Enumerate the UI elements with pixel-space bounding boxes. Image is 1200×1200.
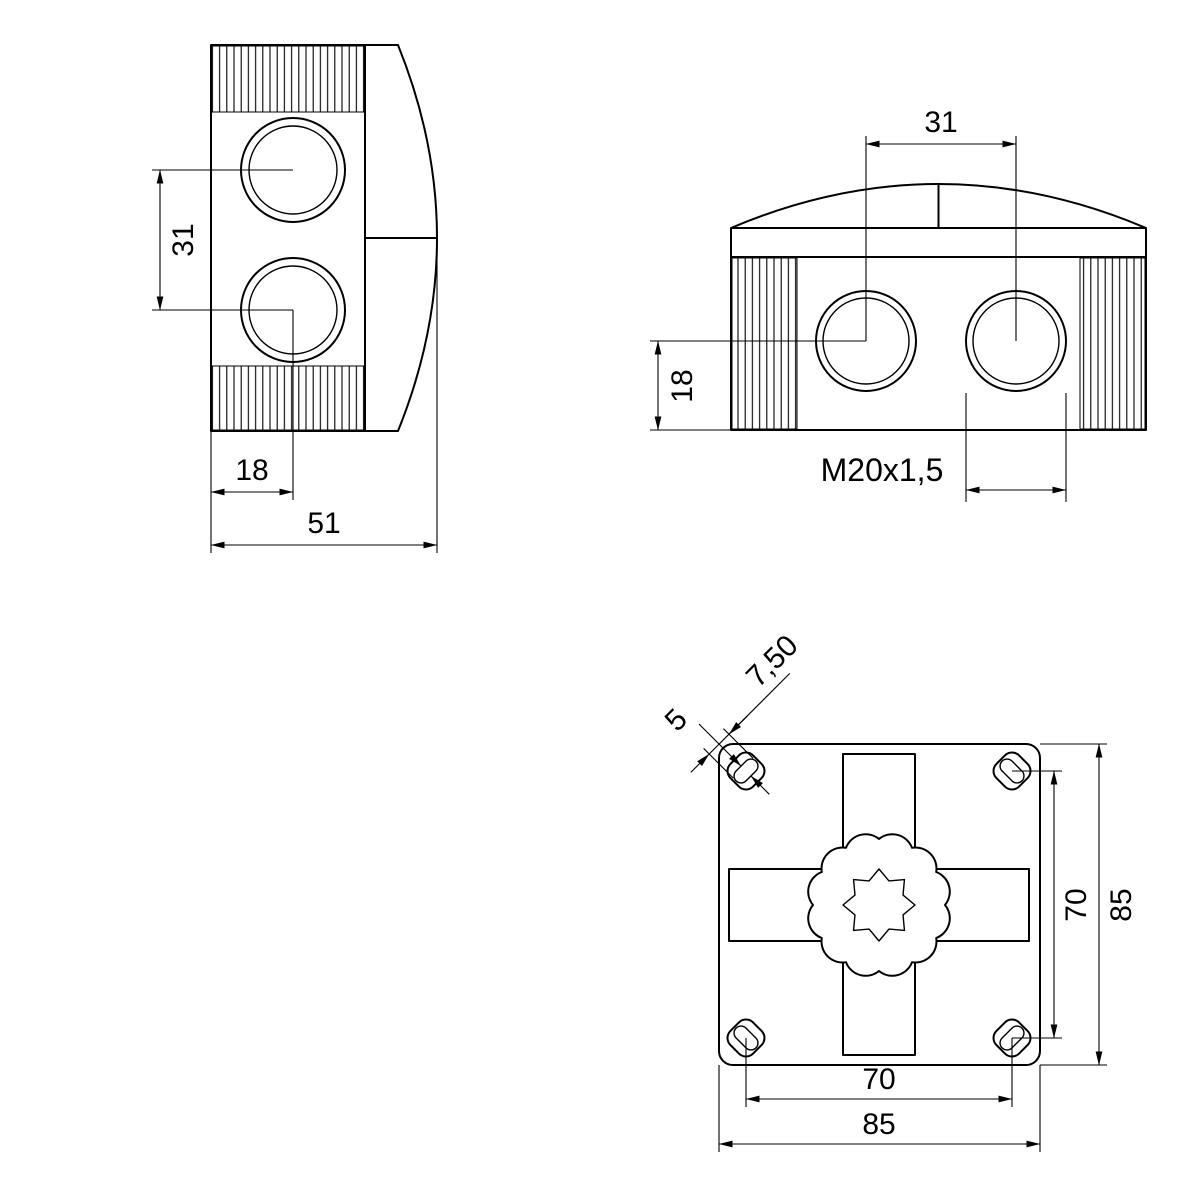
box-body-front	[730, 256, 1147, 431]
dimension-arrow	[698, 723, 742, 767]
dim-label-hole-spacing-vertical: 70	[1060, 888, 1093, 921]
dim-label-hole-offset: 18	[235, 454, 268, 487]
extension-line	[723, 728, 754, 759]
dim-label-slot-width: 5	[659, 703, 694, 738]
bottom-view: 70 85 70 85 7,50 5	[659, 629, 1138, 1152]
dim-label-overall-depth: 51	[307, 507, 340, 540]
ribbed-side-right	[1079, 257, 1146, 430]
side-dimensions: 31 18 51	[152, 169, 438, 553]
dim-label-hole-spacing: 31	[167, 223, 200, 256]
front-dimensions: 31 18 M20x1,5	[650, 106, 1067, 502]
dim-label-hole-spacing: 31	[924, 106, 957, 139]
ribbed-side-left	[731, 257, 798, 430]
ribbed-band-bottom	[211, 365, 365, 431]
star-recess	[842, 868, 916, 942]
extension-line	[703, 748, 734, 779]
dimension-leader	[728, 673, 791, 735]
front-view: 31 18 M20x1,5	[650, 106, 1147, 502]
dimension-arrow	[750, 775, 770, 795]
dim-label-hole-spacing-horizontal: 70	[862, 1063, 895, 1096]
lid-rim	[730, 227, 1147, 258]
dim-label-entry-height: 18	[666, 369, 699, 402]
dim-label-slot-length: 7,50	[740, 629, 805, 694]
dim-label-overall-width: 85	[862, 1108, 895, 1141]
scalloped-boss	[807, 833, 951, 977]
ribbed-band-top	[211, 45, 365, 113]
dimension-arrow	[690, 753, 710, 773]
dim-label-overall-height: 85	[1105, 888, 1138, 921]
thread-spec-label: M20x1,5	[821, 452, 944, 488]
side-view: 31 18 51	[152, 44, 438, 553]
